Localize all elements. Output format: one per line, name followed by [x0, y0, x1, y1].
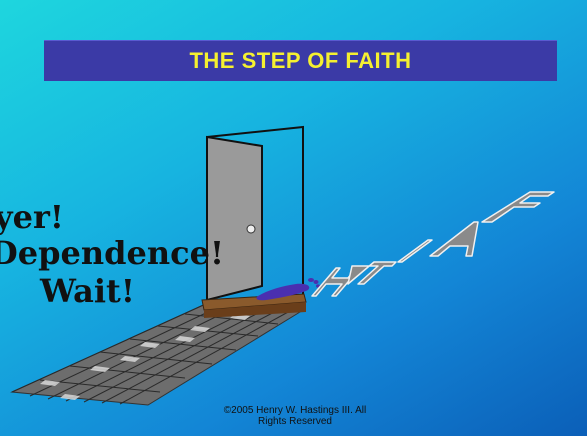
faith-word-icon — [311, 191, 555, 297]
text-line-prayer: yer! — [0, 198, 64, 236]
path-stones-icon — [10, 301, 302, 406]
copyright-line-2: Rights Reserved — [258, 416, 332, 427]
copyright-line-1: ©2005 Henry W. Hastings III. All — [223, 405, 367, 416]
footprint-icon — [256, 278, 320, 301]
door-icon — [201, 125, 307, 318]
text-line-dependence: Dependence! — [0, 234, 224, 272]
text-line-wait: Wait! — [40, 272, 135, 310]
slide-title: THE STEP OF FAITH — [189, 48, 412, 73]
title-bar: THE STEP OF FAITH — [44, 40, 557, 81]
copyright-notice: ©2005 Henry W. Hastings III. All Rights … — [200, 405, 390, 427]
